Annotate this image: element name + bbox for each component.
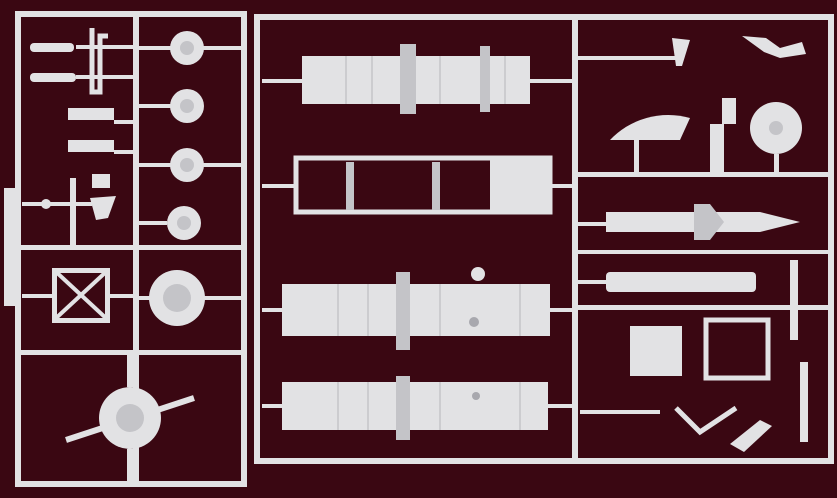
runner	[530, 79, 574, 83]
small-rod-part	[30, 43, 74, 52]
runner	[203, 46, 243, 50]
runner	[139, 221, 167, 225]
runner	[634, 138, 639, 172]
dish-part	[65, 387, 195, 449]
box-frame-part	[703, 317, 771, 381]
hook-part	[89, 28, 108, 95]
runner	[139, 296, 151, 300]
plate-part	[68, 140, 114, 152]
runner	[76, 45, 136, 49]
wheel-part	[170, 148, 204, 182]
runner	[203, 163, 243, 167]
runner	[262, 184, 296, 188]
runner	[114, 120, 134, 124]
right-frame-crossbar	[576, 305, 830, 310]
hull-part-1	[302, 44, 530, 114]
sector-gear-part	[610, 114, 690, 140]
hull-part-3	[282, 376, 548, 440]
x-frame-part	[52, 268, 110, 323]
wheel-part	[170, 89, 204, 123]
runner	[110, 294, 133, 298]
left-frame-crossbar-2	[18, 350, 244, 355]
runner	[262, 308, 282, 312]
plate-part	[68, 108, 114, 120]
left-frame-tab	[4, 188, 20, 306]
hull-frame-part	[293, 155, 553, 215]
rocket-part	[606, 204, 800, 240]
v-bracket-part	[674, 405, 738, 436]
box-part	[630, 326, 682, 376]
strut-part	[790, 260, 798, 340]
right-frame-outline	[254, 14, 834, 464]
runner	[203, 296, 243, 300]
ladder-part	[730, 420, 772, 452]
wheel-part	[170, 31, 204, 65]
runner	[576, 280, 606, 284]
runner	[127, 449, 133, 481]
right-frame-crossbar	[576, 250, 830, 254]
runner	[22, 202, 92, 206]
hull-part-2	[282, 267, 550, 350]
small-rod-part	[30, 73, 76, 82]
clamp-part	[742, 36, 806, 58]
runner	[580, 410, 660, 414]
runner	[550, 184, 572, 188]
right-frame-divider	[572, 17, 578, 461]
runner	[22, 294, 52, 298]
runner	[76, 75, 136, 79]
wheel-part	[167, 206, 201, 240]
dome-part	[149, 270, 205, 326]
runner	[139, 163, 171, 167]
runner	[550, 308, 572, 312]
bracket-part	[90, 196, 116, 220]
post-part	[710, 124, 724, 172]
runner	[139, 46, 171, 50]
runner	[774, 154, 779, 172]
runner	[70, 178, 76, 246]
tube-part	[606, 272, 756, 292]
right-sprue-frame	[254, 14, 834, 464]
attachment-stub	[41, 199, 51, 209]
runner	[139, 104, 171, 108]
wheel-part-large	[750, 102, 802, 154]
runner	[576, 222, 606, 226]
runner	[262, 79, 302, 83]
runner	[548, 404, 572, 408]
left-frame-crossbar-1	[18, 245, 244, 250]
runner	[114, 150, 134, 154]
bracket-part	[92, 174, 110, 188]
runner	[578, 56, 678, 60]
left-sprue-frame	[4, 11, 247, 487]
post-part	[722, 98, 736, 124]
right-frame-crossbar	[576, 172, 830, 177]
runner	[262, 404, 282, 408]
strut-part	[800, 362, 808, 442]
runner	[127, 355, 133, 387]
